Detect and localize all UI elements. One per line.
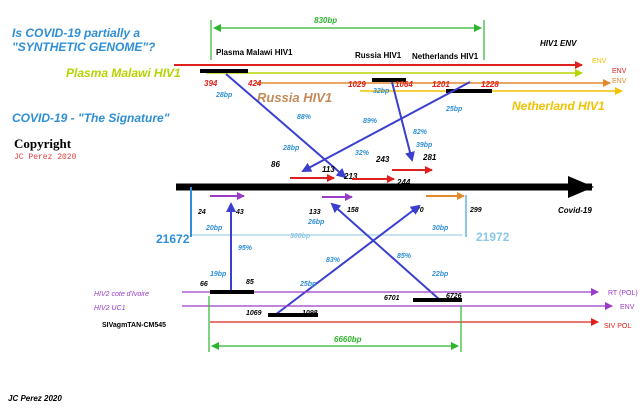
covid-pos-299: 299 bbox=[469, 207, 482, 214]
ident-32: 32% bbox=[355, 150, 370, 157]
covid-pos-213: 213 bbox=[343, 172, 358, 181]
ident-89: 89% bbox=[363, 118, 378, 125]
ident-88: 88% bbox=[297, 114, 312, 121]
covid-pos-86: 86 bbox=[271, 160, 280, 169]
netherlands-big-label: Netherland HIV1 bbox=[512, 99, 605, 113]
map-arrow-hiv2-uc1 bbox=[330, 202, 441, 301]
len-39bp: 39bp bbox=[416, 142, 433, 149]
covid-pos-24: 24 bbox=[197, 209, 206, 216]
len-300bp: 300bp bbox=[290, 233, 311, 240]
ident-82: 82% bbox=[413, 129, 428, 136]
top-span-label: 830bp bbox=[314, 16, 337, 25]
netherlands-top-label: Netherlands HIV1 bbox=[412, 52, 479, 61]
hiv2-pos-85: 85 bbox=[246, 279, 254, 286]
len-28bp-b: 28bp bbox=[282, 145, 300, 152]
plasma-malawi-big-label: Plasma Malawi HIV1 bbox=[66, 66, 181, 80]
hiv2-cote-label: HIV2 cote d'Ivoire bbox=[94, 291, 149, 298]
russia-big-label: Russia HIV1 bbox=[257, 90, 332, 105]
russia-top-label: Russia HIV1 bbox=[355, 51, 402, 60]
covid-pos-113: 113 bbox=[322, 165, 335, 174]
siv-pol-label: SIV POL bbox=[604, 323, 631, 330]
ident-83: 83% bbox=[326, 257, 341, 264]
len-25bp-a: 25bp bbox=[445, 106, 463, 113]
signature-subtitle: COVID-19 - "The Signature" bbox=[12, 111, 170, 125]
hiv1-env-label: HIV1 ENV bbox=[540, 39, 577, 48]
pos-1201: 1201 bbox=[432, 80, 450, 89]
copyright-label: Copyright bbox=[14, 136, 72, 151]
copyright-author: JC Perez 2020 bbox=[14, 153, 77, 162]
plasma-malawi-top-label: Plasma Malawi HIV1 bbox=[216, 48, 293, 57]
hiv2-pos-6701: 6701 bbox=[384, 295, 400, 302]
siv-pos-1098: 1098 bbox=[302, 310, 318, 317]
pos-1228: 1228 bbox=[481, 80, 499, 89]
len-32bp-a: 32bp bbox=[373, 88, 390, 95]
len-25bp-b: 25bp bbox=[299, 281, 317, 288]
ident-85: 85% bbox=[397, 253, 412, 260]
coord-21672: 21672 bbox=[156, 232, 190, 246]
len-19bp: 19bp bbox=[210, 271, 227, 278]
siv-label: SIVagmTAN-CM545 bbox=[102, 322, 166, 329]
pos-1029: 1029 bbox=[348, 80, 366, 89]
len-28bp-a: 28bp bbox=[215, 92, 233, 99]
hiv2-pos-66: 66 bbox=[200, 281, 208, 288]
covid-pos-281: 281 bbox=[422, 153, 437, 162]
len-22bp: 22bp bbox=[431, 271, 449, 278]
covid-pos-243: 243 bbox=[375, 155, 390, 164]
covid-pos-43: 43 bbox=[235, 209, 244, 216]
env-label-3: ENV bbox=[612, 78, 627, 85]
env-label-1: ENV bbox=[592, 58, 607, 65]
env-bottom-label: ENV bbox=[620, 304, 635, 311]
len-30bp: 30bp bbox=[432, 225, 449, 232]
env-label-2: ENV bbox=[612, 68, 627, 75]
pos-1064: 1064 bbox=[395, 80, 413, 89]
title-question: Is COVID-19 partially a "SYNTHETIC GENOM… bbox=[12, 26, 156, 54]
len-26bp: 26bp bbox=[307, 219, 325, 226]
ident-95: 95% bbox=[238, 245, 253, 252]
covid-pos-133: 133 bbox=[309, 209, 321, 216]
covid19-label: Covid-19 bbox=[558, 206, 592, 215]
covid-pos-244: 244 bbox=[396, 178, 411, 187]
coord-21972: 21972 bbox=[476, 230, 510, 244]
footer-author: JC Perez 2020 bbox=[8, 394, 62, 403]
pos-394: 394 bbox=[204, 79, 218, 88]
covid-pos-158: 158 bbox=[347, 207, 359, 214]
pos-424: 424 bbox=[247, 79, 262, 88]
bottom-span-label: 6660bp bbox=[334, 335, 362, 344]
rt-pol-label: RT (POL) bbox=[608, 290, 638, 297]
hiv2-pos-6726: 6726 bbox=[446, 293, 462, 300]
len-20bp: 20bp bbox=[205, 225, 223, 232]
map-arrow-russia bbox=[391, 81, 415, 162]
map-arrow-netherlands-a bbox=[301, 81, 471, 172]
map-arrow-siv bbox=[274, 204, 421, 316]
siv-pos-1069: 1069 bbox=[246, 310, 262, 317]
hiv2-uc1-label: HIV2 UC1 bbox=[94, 305, 126, 312]
